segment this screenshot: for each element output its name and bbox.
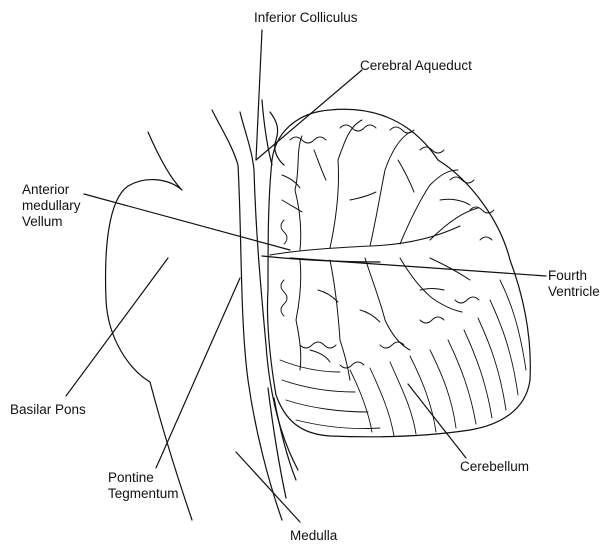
folia-texture: [281, 125, 494, 368]
label-cerebellum: Cerebellum: [460, 459, 529, 475]
label-cerebral-aqueduct: Cerebral Aqueduct: [360, 58, 472, 74]
aqueduct-line: [262, 100, 272, 165]
leader-medulla: [236, 452, 300, 522]
fourth-ventricle-line: [262, 256, 380, 262]
basilar-pons-outline: [106, 132, 192, 520]
label-basilar-pons: Basilar Pons: [10, 402, 86, 418]
leader-cerebellum: [408, 384, 466, 458]
cerebellum-outline: [267, 109, 530, 436]
leader-anterior-medullary-vellum: [84, 194, 290, 250]
medulla-line-1: [268, 388, 286, 498]
arbor-vitae: [270, 120, 478, 380]
cerebellum-lamellae: [280, 280, 526, 436]
leader-inferior-colliculus: [256, 30, 262, 160]
label-fourth-ventricle: Fourth Ventricle: [548, 268, 600, 300]
label-anterior-medullary-vellum: Anterior medullary Vellum: [22, 182, 81, 230]
label-medulla: Medulla: [290, 528, 337, 544]
leader-pontine-tegmentum: [156, 278, 240, 468]
label-inferior-colliculus: Inferior Colliculus: [254, 10, 358, 26]
leader-basilar-pons: [66, 258, 168, 396]
brainstem-boundary-right: [240, 112, 298, 470]
label-pontine-tegmentum: Pontine Tegmentum: [108, 470, 179, 502]
leader-fourth-ventricle: [290, 258, 546, 276]
